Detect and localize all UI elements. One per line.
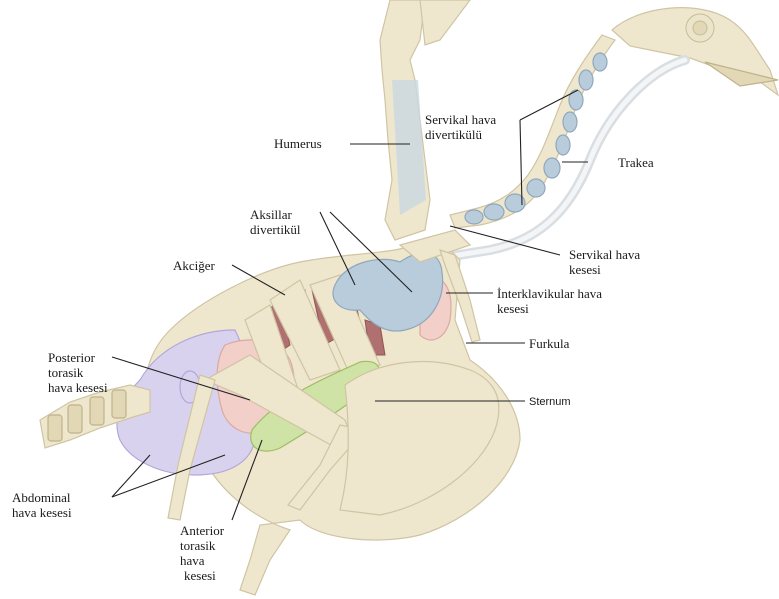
label-servikal-hava-kesesi: Servikal hava kesesi [569,247,640,277]
label-trakea: Trakea [618,155,654,170]
skull-illustration [612,8,778,95]
label-furkula: Furkula [529,336,569,351]
label-sternum: Sternum [529,395,571,410]
label-humerus: Humerus [274,136,322,151]
label-abdominal-hava-kesesi: Abdominal hava kesesi [12,490,72,520]
label-servikal-hava-divertikulu: Servikal hava divertikülü [425,112,496,142]
label-posterior-torasik-hava-kesesi: Posterior torasik hava kesesi [48,350,108,395]
label-akciger: Akciğer [173,258,215,273]
label-anterior-torasik-hava-kesesi: Anterior torasik hava kesesi [180,523,224,583]
label-aksillar-divertikul: Aksillar divertikül [250,207,301,237]
label-interklavikular-hava-kesesi: İnterklavikular hava kesesi [497,286,602,316]
